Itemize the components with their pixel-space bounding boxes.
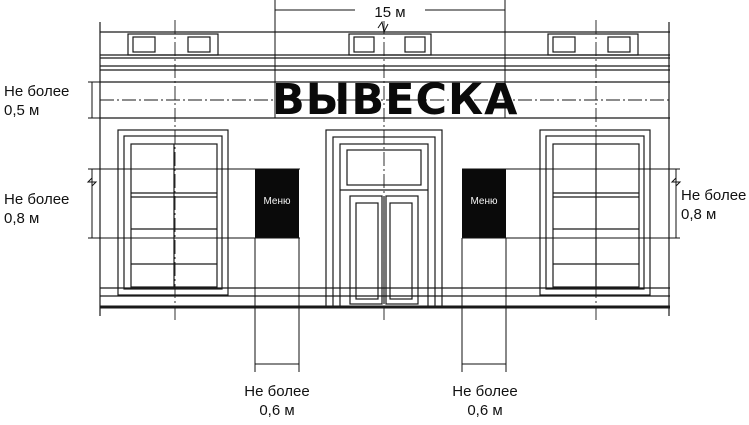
label-sign-height-line1: Не более bbox=[4, 83, 70, 100]
sign-band bbox=[100, 81, 670, 119]
menu-label-right: Меню bbox=[470, 196, 498, 207]
label-menu-height-left: Не более 0,8 м bbox=[4, 190, 69, 228]
right-window bbox=[539, 129, 651, 296]
dimension-15m-label: 15 м bbox=[355, 4, 425, 21]
menu-label-left: Меню bbox=[263, 196, 291, 207]
label-menu-width-left: Не более 0,6 м bbox=[232, 382, 322, 420]
axis-lines bbox=[100, 20, 670, 320]
label-menu-width-right-line1: Не более bbox=[452, 383, 518, 400]
dimension-break-mark bbox=[377, 20, 389, 34]
attic-windows bbox=[127, 33, 639, 56]
label-menu-width-left-line2: 0,6 м bbox=[259, 402, 295, 419]
cornice bbox=[100, 31, 670, 71]
sign-text: ВЫВЕСКА bbox=[272, 75, 519, 125]
label-sign-height: Не более 0,5 м bbox=[4, 82, 69, 120]
label-menu-height-left-line2: 0,8 м bbox=[4, 210, 40, 227]
label-menu-height-left-line1: Не более bbox=[4, 191, 70, 208]
label-menu-width-left-line1: Не более bbox=[244, 383, 310, 400]
plinth bbox=[100, 287, 670, 309]
label-menu-height-right-line1: Не более bbox=[681, 187, 747, 204]
menu-board-left bbox=[255, 169, 299, 238]
menu-board-right bbox=[462, 169, 506, 238]
dimension-lines bbox=[86, 0, 682, 372]
label-sign-height-line2: 0,5 м bbox=[4, 102, 40, 119]
left-window bbox=[117, 129, 229, 296]
label-menu-width-right-line2: 0,6 м bbox=[467, 402, 503, 419]
label-menu-width-right: Не более 0,6 м bbox=[440, 382, 530, 420]
label-menu-height-right: Не более 0,8 м bbox=[681, 186, 746, 224]
label-menu-height-right-line2: 0,8 м bbox=[681, 206, 717, 223]
